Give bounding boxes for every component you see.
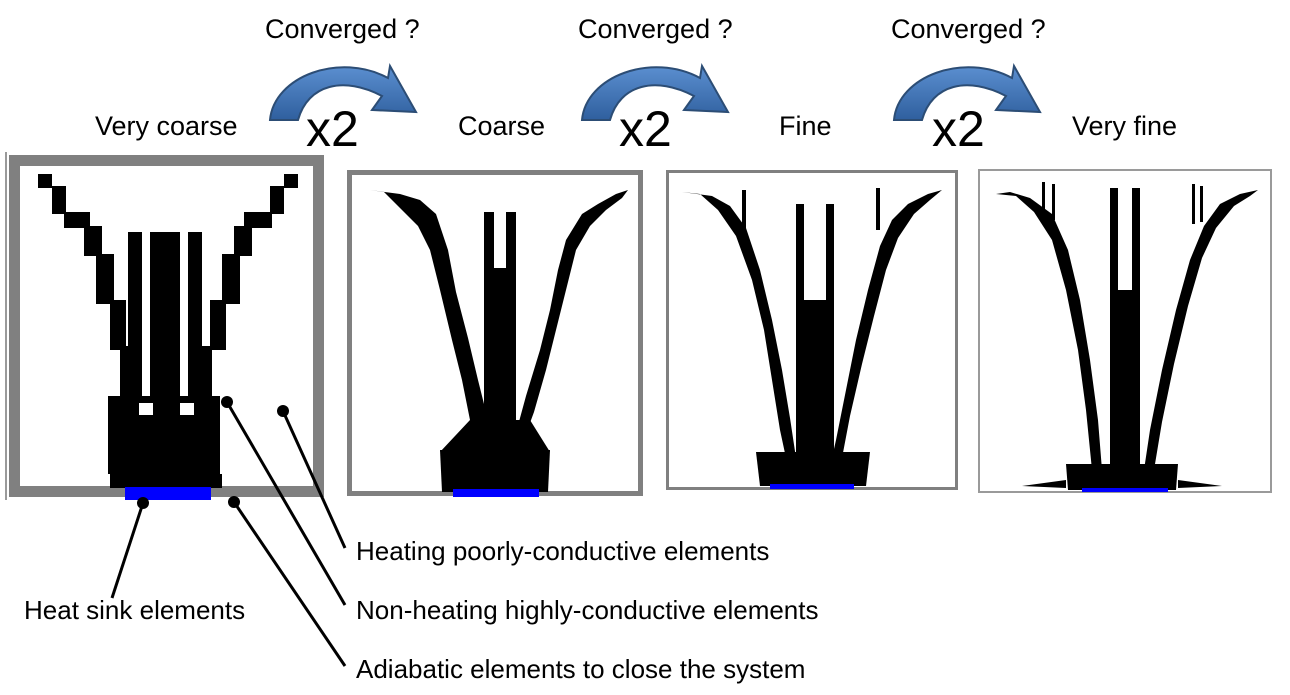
conductive-structure-fine bbox=[682, 188, 942, 486]
mesh-panel-coarse bbox=[347, 170, 643, 497]
mesh-panel-very-coarse bbox=[5, 152, 324, 500]
stage-label-very-coarse: Very coarse bbox=[95, 111, 238, 141]
callout-heating bbox=[277, 405, 347, 549]
conductive-structure-very-coarse bbox=[38, 174, 298, 488]
mesh-panel-fine bbox=[666, 170, 958, 490]
converged-label-2: Converged ? bbox=[578, 14, 733, 44]
conductive-structure-coarse bbox=[370, 190, 628, 492]
refinement-factor-3: x2 bbox=[932, 101, 985, 157]
refinement-arrow-3 bbox=[892, 63, 1042, 121]
refinement-factor-2: x2 bbox=[619, 101, 672, 157]
refinement-arrow-2 bbox=[580, 63, 730, 121]
converged-label-3: Converged ? bbox=[891, 14, 1046, 44]
stage-label-coarse: Coarse bbox=[458, 111, 546, 141]
annotation-adiabatic: Adiabatic elements to close the system bbox=[356, 654, 806, 684]
refinement-arrow-1 bbox=[268, 63, 418, 121]
heat-sink-fine bbox=[770, 484, 854, 489]
stage-label-fine: Fine bbox=[779, 111, 832, 141]
stage-label-very-fine: Very fine bbox=[1072, 111, 1178, 141]
callout-non-heating bbox=[221, 396, 347, 606]
mesh-panel-very-fine bbox=[978, 169, 1272, 493]
heat-sink-very-fine bbox=[1082, 488, 1168, 492]
refinement-factor-1: x2 bbox=[306, 101, 359, 157]
heat-sink-very-coarse bbox=[125, 487, 211, 500]
converged-label-1: Converged ? bbox=[265, 14, 420, 44]
annotation-non-heating: Non-heating highly-conductive elements bbox=[356, 595, 819, 625]
conductive-structure-very-fine bbox=[996, 182, 1258, 490]
heat-sink-coarse bbox=[453, 489, 539, 497]
annotation-heating: Heating poorly-conductive elements bbox=[356, 536, 770, 566]
callout-adiabatic bbox=[228, 496, 347, 667]
callout-heat-sink bbox=[110, 497, 149, 599]
annotation-heat-sink: Heat sink elements bbox=[24, 595, 246, 625]
